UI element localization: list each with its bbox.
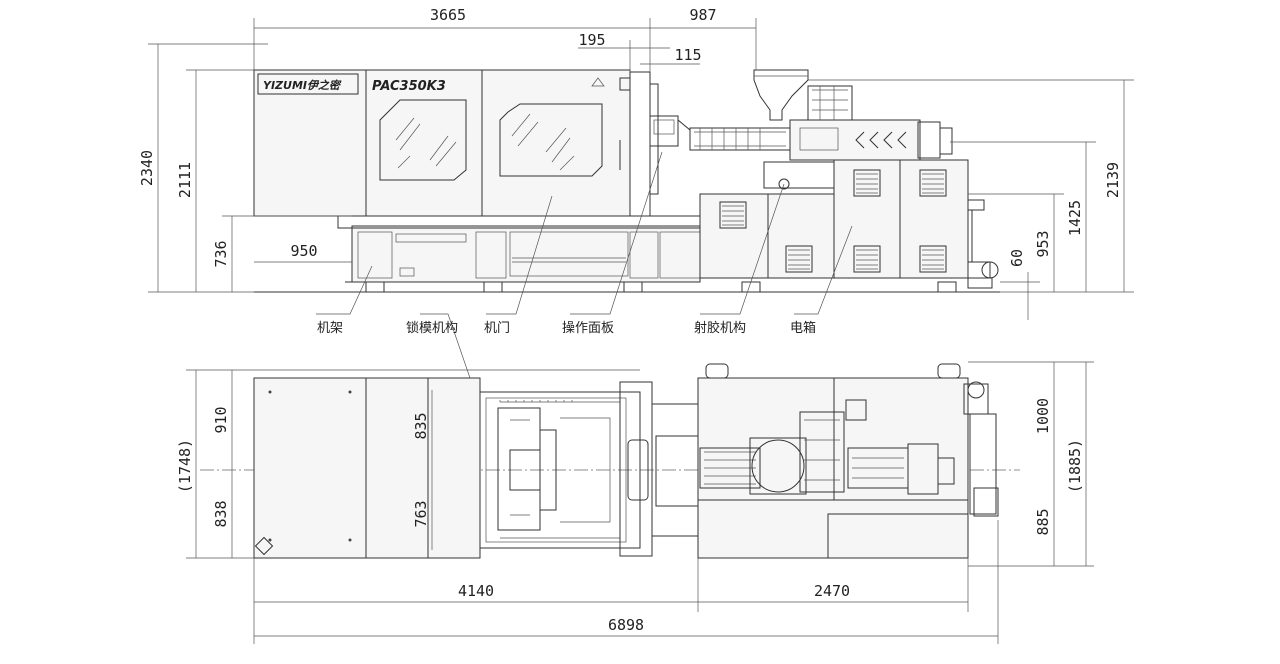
callout-operation-panel: 操作面板 [562, 320, 614, 336]
top-view-dimensions: (1748) 910 838 835 763 1000 885 (1885) 4… [176, 361, 1094, 644]
dim-838: 838 [212, 500, 230, 527]
fixed-platen [619, 381, 653, 557]
hydraulic-valve-block [807, 85, 853, 121]
machine-frame [351, 225, 701, 283]
dim-835: 835 [412, 412, 430, 439]
dim-987: 987 [689, 6, 716, 24]
clamp-unit-cover [365, 69, 483, 217]
component-callouts: 机架 锁模机构 机门 操作面板 射胶机构 电箱 [316, 151, 853, 379]
dim-60: 60 [1008, 249, 1026, 267]
front-view: YIZUMI伊之密 PAC350K3 [253, 69, 1000, 293]
top-view [200, 363, 1020, 559]
dim-736: 736 [212, 240, 230, 267]
dim-2340: 2340 [138, 150, 156, 186]
door-window [499, 103, 603, 177]
dim-1885: (1885) [1066, 439, 1084, 493]
injection-hopper-top [749, 437, 807, 495]
dim-1425: 1425 [1066, 200, 1084, 236]
brand-plate [257, 73, 359, 95]
dim-1000: 1000 [1034, 398, 1052, 434]
clamp-window [379, 99, 467, 181]
dim-195: 195 [578, 31, 605, 49]
callout-electric-cabinet: 电箱 [790, 320, 816, 336]
dim-1748: (1748) [176, 439, 194, 493]
callout-clamp-unit: 锁模机构 [406, 320, 458, 336]
toggle-mechanism [497, 407, 541, 531]
dim-115: 115 [674, 46, 701, 64]
clamp-unit-top [253, 377, 481, 559]
platen-area [479, 391, 641, 549]
valve-manifold-top [799, 411, 845, 493]
injection-cylinder [789, 119, 921, 161]
dim-2139: 2139 [1104, 162, 1122, 198]
brand-logo: YIZUMI伊之密 [263, 79, 342, 92]
model-name: PAC350K3 [372, 79, 446, 94]
callout-injection-unit: 射胶机构 [694, 320, 746, 336]
dim-2111: 2111 [176, 162, 194, 198]
dim-4140: 4140 [458, 582, 494, 600]
dim-953: 953 [1034, 230, 1052, 257]
front-view-dimensions: 3665 987 195 115 2340 2111 736 950 60 95… [138, 6, 1134, 320]
safety-door [481, 69, 631, 217]
operation-panel [649, 115, 679, 147]
frame-window [509, 231, 629, 277]
dim-3665: 3665 [430, 6, 466, 24]
hopper [753, 69, 809, 121]
dim-910: 910 [212, 406, 230, 433]
callout-frame: 机架 [317, 321, 343, 336]
callout-door: 机门 [484, 321, 510, 336]
dim-2470: 2470 [814, 582, 850, 600]
dim-950: 950 [290, 242, 317, 260]
dim-763: 763 [412, 500, 430, 527]
vent-grilles [719, 169, 947, 273]
dim-885: 885 [1034, 508, 1052, 535]
machine-feet [365, 281, 957, 293]
injection-barrel [689, 127, 791, 151]
dim-6898: 6898 [608, 616, 644, 634]
